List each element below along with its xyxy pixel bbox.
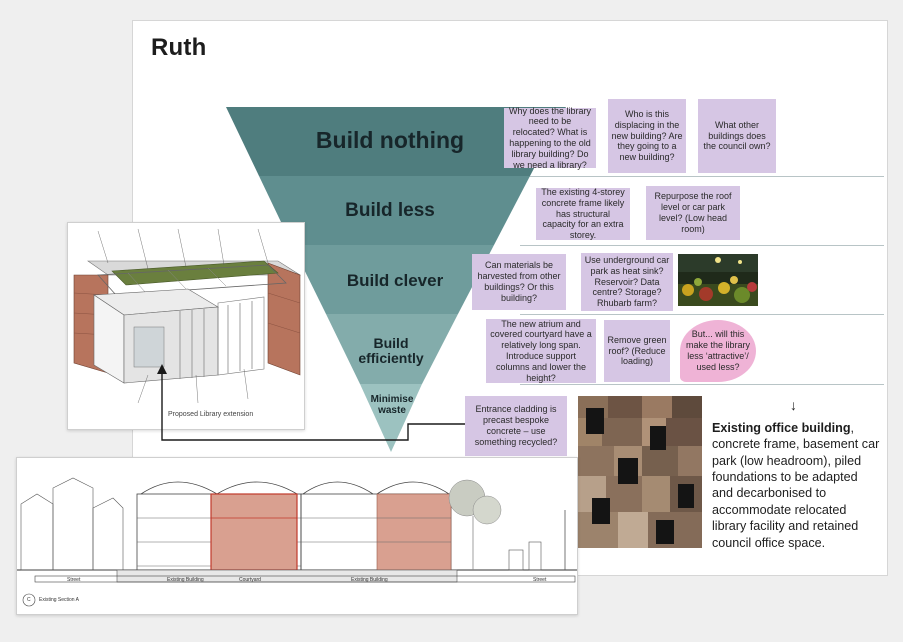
section-drawing-panel: Street Existing Building Courtyard Exist…	[16, 457, 578, 615]
tier-divider	[520, 314, 884, 315]
sticky-note-displacing: Who is this displacing in the new buildi…	[608, 99, 686, 173]
tier-label-build-efficiently: Build efficiently	[358, 335, 424, 367]
sticky-note-attractive: But... will this make the library less ‘…	[680, 320, 756, 382]
sticky-note-roof: Repurpose the roof level or car park lev…	[646, 186, 740, 240]
tier-label-build-clever: Build clever	[346, 271, 444, 290]
sticky-note-relocated: Why does the library need to be relocate…	[504, 106, 596, 170]
tier-divider	[520, 245, 884, 246]
sticky-note-green-roof: Remove green roof? (Reduce loading)	[604, 320, 670, 382]
arrow-down-icon: ↓	[790, 397, 797, 413]
tier-build-less	[259, 176, 530, 245]
tier-label-build-less: Build less	[345, 200, 435, 221]
sticky-note-cladding: Entrance cladding is precast bespoke con…	[465, 396, 567, 456]
section-caption: Existing Section A	[39, 597, 80, 603]
sticky-note-atrium: The new atrium and covered courtyard hav…	[486, 319, 596, 383]
section-label-existing-right: Existing Building	[351, 577, 388, 583]
axonometric-drawing	[73, 228, 302, 404]
sticky-note-other-buildings: What other buildings does the council ow…	[698, 99, 776, 173]
tier-label-minimise-waste: Minimise waste	[370, 394, 414, 416]
tier-label-build-nothing: Build nothing	[315, 127, 465, 153]
axonometric-drawing-panel: Proposed Library extension	[67, 222, 305, 430]
description-bold: Existing office building	[712, 421, 851, 435]
section-label-existing-left: Existing Building	[167, 577, 204, 583]
section-label-courtyard: Courtyard	[239, 577, 261, 583]
sticky-note-car-park: Use underground car park as heat sink? R…	[581, 253, 673, 311]
board-title: Ruth	[151, 34, 207, 61]
section-drawing	[17, 477, 577, 607]
photo-recycled-cladding	[578, 396, 702, 548]
tier-divider	[520, 384, 884, 385]
axo-caption: Proposed Library extension	[168, 411, 254, 418]
tier-build-nothing	[226, 107, 566, 176]
sticky-note-frame: The existing 4-storey concrete frame lik…	[536, 187, 630, 240]
tier-build-efficiently	[326, 314, 458, 384]
section-label-street-right: Street	[533, 577, 547, 583]
photo-planted-roof	[678, 254, 758, 306]
section-marker: C	[27, 597, 31, 603]
tier-divider	[520, 176, 884, 177]
building-description: Existing office building, concrete frame…	[712, 420, 882, 551]
tier-minimise-waste	[360, 384, 422, 452]
description-rest: , concrete frame, basement car park (low…	[712, 421, 880, 550]
sticky-note-harvested: Can materials be harvested from other bu…	[472, 254, 566, 310]
tier-build-clever	[292, 245, 494, 314]
section-label-street-left: Street	[67, 577, 81, 583]
